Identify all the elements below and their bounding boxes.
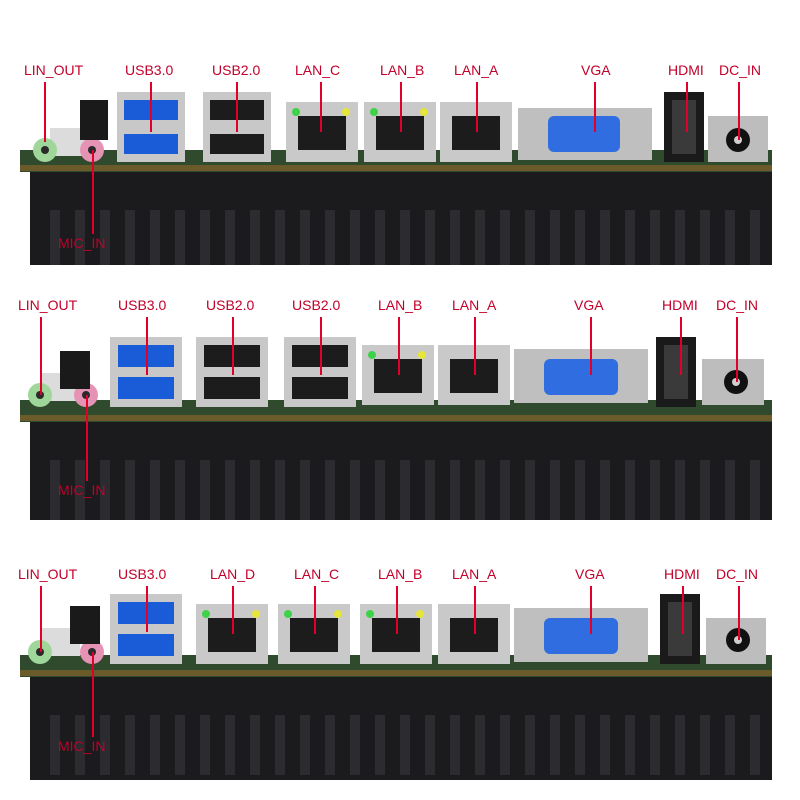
usb2-b-label: USB2.0: [292, 297, 341, 313]
lan-b-pointer: [396, 586, 398, 634]
lin-out-pointer: [44, 82, 46, 142]
lin-out-pointer: [40, 586, 42, 652]
vga-label: VGA: [581, 62, 611, 78]
usb2-a-pointer: [232, 317, 234, 375]
panel-3-board-io: LIN_OUT MIC_IN USB3.0 LAN_D LAN_C LAN_B …: [0, 530, 800, 795]
usb2-label: USB2.0: [212, 62, 261, 78]
usb2-a-label: USB2.0: [206, 297, 255, 313]
usb3-pointer: [150, 82, 152, 132]
lan-a-label: LAN_A: [452, 566, 497, 582]
dc-in-pointer: [736, 317, 738, 382]
mic-in-label: MIC_IN: [58, 482, 106, 498]
lan-c-pointer: [320, 82, 322, 132]
lan-a-pointer: [476, 82, 478, 132]
mic-in-pointer: [92, 150, 94, 234]
lan-b-label: LAN_B: [378, 566, 423, 582]
hdmi-pointer: [686, 82, 688, 132]
board-photo-1: [20, 92, 772, 265]
vga-pointer: [590, 317, 592, 375]
usb3-pointer: [146, 586, 148, 632]
usb2-b-pointer: [320, 317, 322, 375]
lan-a-pointer: [474, 586, 476, 634]
board-photo-2: [20, 337, 772, 520]
lan-a-pointer: [474, 317, 476, 375]
lan-d-pointer: [232, 586, 234, 634]
board-photo-3: [20, 594, 772, 780]
lan-c-label: LAN_C: [295, 62, 341, 78]
lan-a-label: LAN_A: [452, 297, 497, 313]
hdmi-label: HDMI: [664, 566, 700, 582]
lan-b-label: LAN_B: [378, 297, 423, 313]
hdmi-pointer: [682, 586, 684, 634]
usb3-label: USB3.0: [118, 297, 167, 313]
lan-b-pointer: [398, 317, 400, 375]
lan-d-label: LAN_D: [210, 566, 256, 582]
dc-in-label: DC_IN: [719, 62, 762, 78]
vga-label: VGA: [574, 297, 604, 313]
mic-in-pointer: [86, 395, 88, 481]
vga-pointer: [594, 82, 596, 132]
usb3-label: USB3.0: [125, 62, 174, 78]
lan-a-label: LAN_A: [454, 62, 499, 78]
lan-b-label: LAN_B: [380, 62, 425, 78]
usb3-label: USB3.0: [118, 566, 167, 582]
lan-b-pointer: [400, 82, 402, 132]
panel-2-board-io: LIN_OUT MIC_IN USB3.0 USB2.0 USB2.0 LAN_…: [0, 265, 800, 530]
dc-in-pointer: [738, 586, 740, 640]
mic-in-label: MIC_IN: [58, 235, 106, 251]
vga-pointer: [590, 586, 592, 634]
vga-label: VGA: [575, 566, 605, 582]
hdmi-label: HDMI: [668, 62, 704, 78]
usb3-pointer: [146, 317, 148, 375]
usb2-pointer: [236, 82, 238, 132]
dc-in-label: DC_IN: [716, 566, 759, 582]
lan-c-pointer: [314, 586, 316, 634]
lin-out-pointer: [40, 317, 42, 395]
lin-out-label: LIN_OUT: [24, 62, 84, 78]
hdmi-pointer: [680, 317, 682, 375]
dc-in-label: DC_IN: [716, 297, 759, 313]
mic-in-pointer: [92, 652, 94, 737]
lin-out-label: LIN_OUT: [18, 566, 78, 582]
lin-out-label: LIN_OUT: [18, 297, 78, 313]
hdmi-label: HDMI: [662, 297, 698, 313]
mic-in-label: MIC_IN: [58, 738, 106, 754]
panel-1-board-io: LIN_OUT MIC_IN USB3.0 USB2.0 LAN_C LAN_B…: [0, 0, 800, 265]
dc-in-pointer: [738, 82, 740, 140]
lan-c-label: LAN_C: [294, 566, 340, 582]
